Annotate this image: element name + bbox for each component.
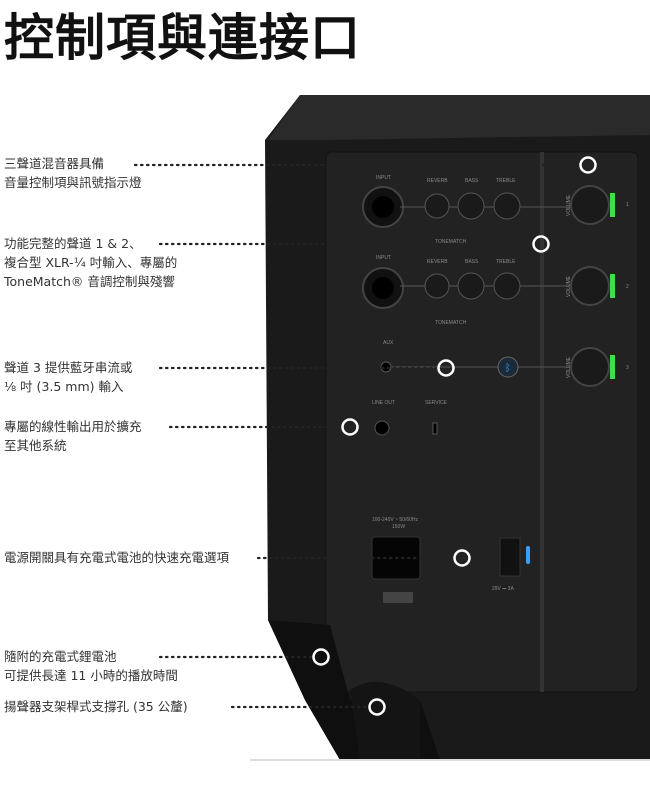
reverb-label: REVERB <box>427 259 448 265</box>
callout-marker-battery <box>312 648 330 666</box>
service-label: SERVICE <box>425 400 448 406</box>
bass-label: BASS <box>465 259 479 265</box>
line-out-label: LINE OUT <box>372 400 395 406</box>
reverb-label: REVERB <box>427 178 448 184</box>
bass-knob-2[interactable] <box>457 272 485 300</box>
page-title: 控制項與連接口 <box>4 9 361 67</box>
power-watts: 150W <box>392 524 405 530</box>
speaker-top-edge <box>268 95 650 140</box>
power-switch[interactable] <box>499 537 521 577</box>
channel-3: ᛒ VOLUME 3 LINE OUT SERVICE <box>372 347 629 436</box>
aux-input <box>380 361 392 373</box>
callout-marker-mixer <box>579 156 597 174</box>
channel-3-label: 3 <box>626 365 629 371</box>
reverb-knob-1[interactable] <box>424 193 450 219</box>
callout-battery: 隨附的充電式鋰電池可提供長達 11 小時的播放時間 <box>4 649 178 683</box>
callout-mixer: 三聲道混音器具備音量控制項與訊號指示燈 <box>4 156 142 190</box>
callout-marker-channels <box>532 235 550 253</box>
treble-knob-1[interactable] <box>493 192 521 220</box>
volume-knob-1[interactable] <box>570 185 610 225</box>
signal-led-2 <box>610 274 615 298</box>
callout-lines <box>133 163 582 709</box>
reverb-knob-2[interactable] <box>424 273 450 299</box>
treble-knob-2[interactable] <box>493 272 521 300</box>
tonematch-label: TONEMATCH <box>435 320 467 326</box>
channel-2-label: 2 <box>626 284 629 290</box>
aux-label: AUX <box>383 340 394 346</box>
callout-marker-line-out <box>341 418 359 436</box>
control-panel <box>325 151 639 693</box>
volume-label: VOLUME <box>566 275 572 297</box>
bass-label: BASS <box>465 178 479 184</box>
volume-knob-3[interactable] <box>570 347 610 387</box>
callout-marker-bluetooth <box>437 359 455 377</box>
callout-stand: 揚聲器支架桿式支撐孔 (35 公釐) <box>4 699 188 714</box>
tonematch-label: TONEMATCH <box>435 239 467 245</box>
callout-power: 電源開關具有充電式電池的快速充電選項 <box>4 550 230 565</box>
bluetooth-button[interactable] <box>497 356 519 378</box>
channel-1: INPUT REVERB BASS TREBLE VOLUME 1 TONEMA… <box>362 175 629 245</box>
channel-2: INPUT REVERB BASS TREBLE VOLUME 2 TONEMA… <box>362 255 629 346</box>
callout-marker-stand <box>368 698 386 716</box>
line-out-jack <box>374 420 390 436</box>
treble-label: TREBLE <box>496 178 516 184</box>
input-label: INPUT <box>376 255 391 261</box>
charge-led <box>526 546 530 564</box>
channel-1-label: 1 <box>626 202 629 208</box>
warning-label <box>383 592 413 603</box>
stand-socket <box>350 682 420 760</box>
signal-led-1 <box>610 193 615 217</box>
bluetooth-icon: ᛒ <box>505 363 511 374</box>
treble-label: TREBLE <box>496 259 516 265</box>
volume-knob-2[interactable] <box>570 266 610 306</box>
callout-line-out: 專屬的線性輸出用於擴充至其他系統 <box>4 419 142 453</box>
bass-knob-1[interactable] <box>457 192 485 220</box>
signal-led-3 <box>610 355 615 379</box>
volume-label: VOLUME <box>566 194 572 216</box>
dc-rating: 29V ⎓ 3A <box>492 586 514 592</box>
volume-label: VOLUME <box>566 356 572 378</box>
input-label: INPUT <box>376 175 391 181</box>
callout-marker-power <box>453 549 471 567</box>
power-rating: 100-240V ~ 50/60Hz <box>372 517 419 523</box>
panel-divider <box>540 152 544 692</box>
service-port <box>432 422 438 435</box>
